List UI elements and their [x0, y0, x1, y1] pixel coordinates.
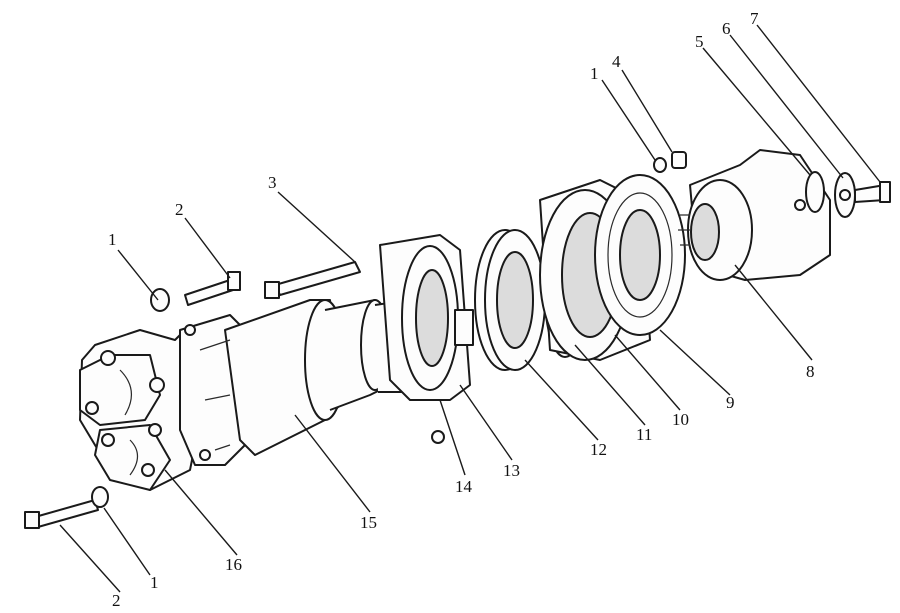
nut-part-1-upper-left [150, 288, 170, 312]
leader-lines [59, 24, 881, 593]
bolt-part-2-upper [184, 271, 241, 306]
long-bolt-part-3 [264, 261, 361, 299]
grease-fitting-part-14 [431, 430, 445, 444]
callout-16: 16 [225, 555, 242, 574]
callout-8: 8 [806, 362, 815, 381]
bearing-part [474, 229, 546, 371]
nut-part-1-upper [653, 157, 667, 173]
callout-11: 11 [636, 425, 652, 444]
callout-1-upper-right: 1 [590, 64, 599, 83]
adapter-ring-part [594, 174, 686, 336]
callout-9: 9 [726, 393, 735, 412]
nut-part-4 [671, 151, 687, 169]
nut-part-1-lower-left [91, 486, 109, 508]
callout-13: 13 [503, 461, 520, 480]
washer-part-5 [805, 171, 825, 213]
callout-12: 12 [590, 440, 607, 459]
callout-14: 14 [455, 477, 473, 496]
callout-2-lower: 2 [112, 591, 121, 610]
washer-part-6 [834, 172, 856, 218]
callout-5: 5 [695, 32, 704, 51]
callout-10: 10 [672, 410, 689, 429]
bolt-part-7 [854, 181, 891, 203]
left-yoke-part [79, 329, 201, 491]
right-yoke-part [678, 149, 831, 281]
callout-7: 7 [750, 9, 759, 28]
callout-1-lower: 1 [150, 573, 159, 592]
callout-15: 15 [360, 513, 377, 532]
callout-1-upper-left: 1 [108, 230, 117, 249]
callout-6: 6 [722, 19, 731, 38]
callout-3: 3 [268, 173, 277, 192]
callout-2-upper: 2 [175, 200, 184, 219]
callouts: 1 1 1 2 2 3 4 5 6 7 8 9 10 11 12 13 14 1… [108, 9, 815, 610]
bolt-part-2-lower [24, 499, 99, 529]
flange-ring-part [379, 234, 474, 401]
callout-4: 4 [612, 52, 621, 71]
